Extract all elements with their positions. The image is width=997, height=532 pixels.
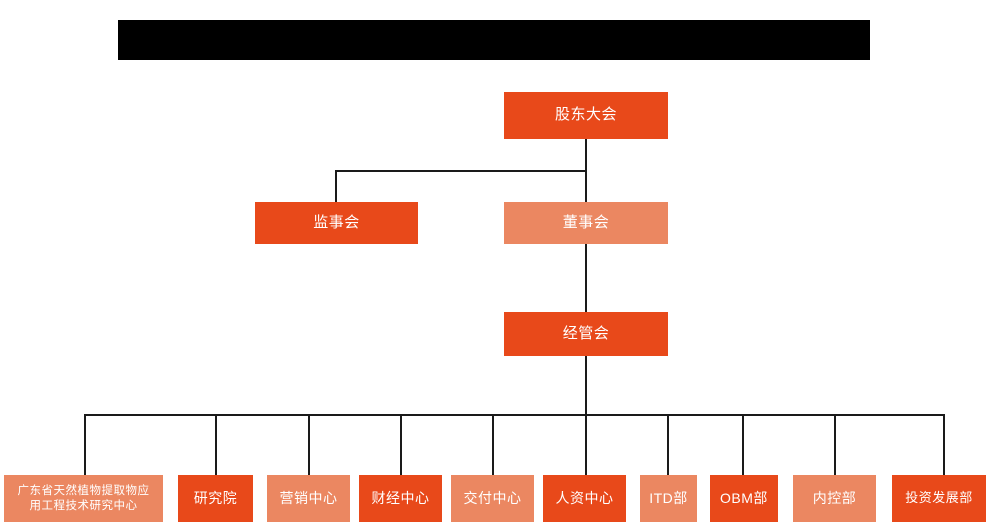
org-node-research-center-label: 广东省天然植物提取物应 用工程技术研究中心: [17, 485, 150, 512]
connector-drop-obm-dept: [742, 414, 744, 475]
org-node-management[interactable]: 经管会: [504, 312, 668, 356]
org-node-marketing-center[interactable]: 营销中心: [267, 475, 350, 522]
org-node-itd-dept[interactable]: ITD部: [640, 475, 697, 522]
connector-drop-investment-development-dept: [943, 414, 945, 475]
org-node-directors[interactable]: 董事会: [504, 202, 668, 244]
redacted-title-banner: [118, 20, 870, 60]
connector-level2-bus: [335, 170, 587, 172]
connector-drop-itd-dept: [667, 414, 669, 475]
org-node-directors-label: 董事会: [562, 213, 610, 231]
org-node-shareholders[interactable]: 股东大会: [504, 92, 668, 139]
connector-drop-hr-center: [585, 414, 587, 475]
connector-shareholders-stem: [585, 138, 587, 172]
connector-drop-marketing-center: [308, 414, 310, 475]
org-node-finance-center[interactable]: 财经中心: [359, 475, 442, 522]
org-node-marketing-center-label: 营销中心: [279, 489, 338, 506]
org-node-supervisors-label: 监事会: [313, 213, 360, 231]
org-node-shareholders-label: 股东大会: [554, 106, 617, 124]
connector-departments-bus: [84, 414, 945, 416]
connector-directors-to-management: [585, 243, 587, 312]
connector-drop-research-center: [84, 414, 86, 475]
connector-drop-delivery-center: [492, 414, 494, 475]
org-node-obm-dept-label: OBM部: [720, 489, 768, 506]
connector-drop-supervisors: [335, 170, 337, 202]
org-node-investment-development-dept-label: 投资发展部: [905, 490, 973, 506]
org-node-delivery-center[interactable]: 交付中心: [451, 475, 534, 522]
org-node-itd-dept-label: ITD部: [649, 489, 688, 506]
org-node-hr-center-label: 人资中心: [555, 489, 614, 506]
org-node-internal-control-dept[interactable]: 内控部: [793, 475, 876, 522]
connector-drop-directors: [585, 170, 587, 202]
org-node-delivery-center-label: 交付中心: [463, 489, 522, 506]
connector-drop-finance-center: [400, 414, 402, 475]
org-node-institute[interactable]: 研究院: [178, 475, 253, 522]
connector-drop-institute: [215, 414, 217, 475]
org-node-internal-control-dept-label: 内控部: [812, 489, 857, 506]
org-node-management-label: 经管会: [562, 324, 610, 342]
org-node-obm-dept[interactable]: OBM部: [710, 475, 778, 522]
org-node-hr-center[interactable]: 人资中心: [543, 475, 626, 522]
org-node-institute-label: 研究院: [193, 489, 238, 506]
connector-management-stem: [585, 355, 587, 415]
connector-drop-internal-control-dept: [834, 414, 836, 475]
org-node-supervisors[interactable]: 监事会: [255, 202, 418, 244]
org-node-finance-center-label: 财经中心: [371, 489, 430, 506]
org-node-research-center[interactable]: 广东省天然植物提取物应 用工程技术研究中心: [4, 475, 163, 522]
org-node-investment-development-dept[interactable]: 投资发展部: [892, 475, 986, 522]
